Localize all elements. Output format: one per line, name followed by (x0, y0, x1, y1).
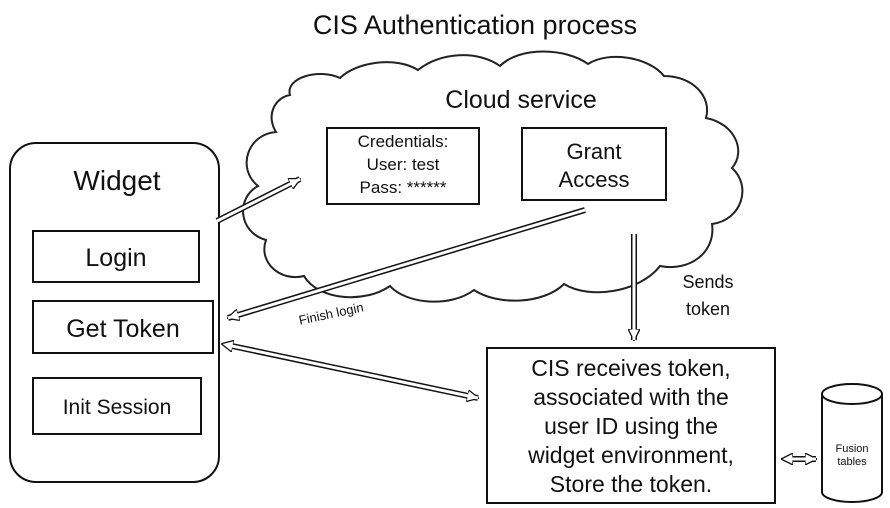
init-session-button-label: Init Session (63, 396, 172, 419)
fusion-tables-cylinder (821, 383, 883, 503)
cis-box-line-1: CIS receives token, (531, 355, 730, 381)
arrow-get-token-cis-bidirectional (232, 346, 478, 398)
cis-box-line-3: user ID using the (544, 413, 718, 439)
cis-box-line-5: Store the token. (550, 471, 712, 497)
credentials-user-line: User: test (367, 155, 440, 174)
cis-box-line-2: associated with the (533, 384, 729, 410)
get-token-button-label: Get Token (66, 315, 180, 343)
diagram-title: CIS Authentication process (313, 10, 637, 40)
cloud-service-shape (242, 50, 744, 303)
grant-access-line-2: Access (559, 167, 630, 192)
credentials-line: Credentials: (358, 132, 449, 151)
sends-token-label-1: Sends (682, 272, 733, 292)
sends-token-label-2: token (686, 299, 730, 319)
fusion-tables-label-1: Fusion (835, 443, 868, 455)
grant-access-line-1: Grant (566, 139, 621, 164)
credentials-box (326, 127, 480, 205)
finish-login-label: Finish login (297, 299, 364, 327)
cis-receives-box (486, 347, 776, 504)
grant-access-box (521, 127, 667, 201)
login-button[interactable] (32, 230, 200, 283)
arrow-grant-to-get-token (228, 207, 586, 318)
credentials-pass-line: Pass: ****** (360, 178, 447, 197)
init-session-button[interactable] (32, 377, 202, 435)
cis-box-line-4: widget environment, (527, 442, 734, 468)
login-button-label: Login (85, 244, 146, 272)
fusion-tables-label-2: tables (837, 456, 867, 468)
get-token-button[interactable] (32, 300, 214, 354)
cloud-service-label: Cloud service (445, 86, 596, 114)
widget-title: Widget (73, 165, 160, 196)
arrow-login-to-credentials (215, 176, 300, 224)
